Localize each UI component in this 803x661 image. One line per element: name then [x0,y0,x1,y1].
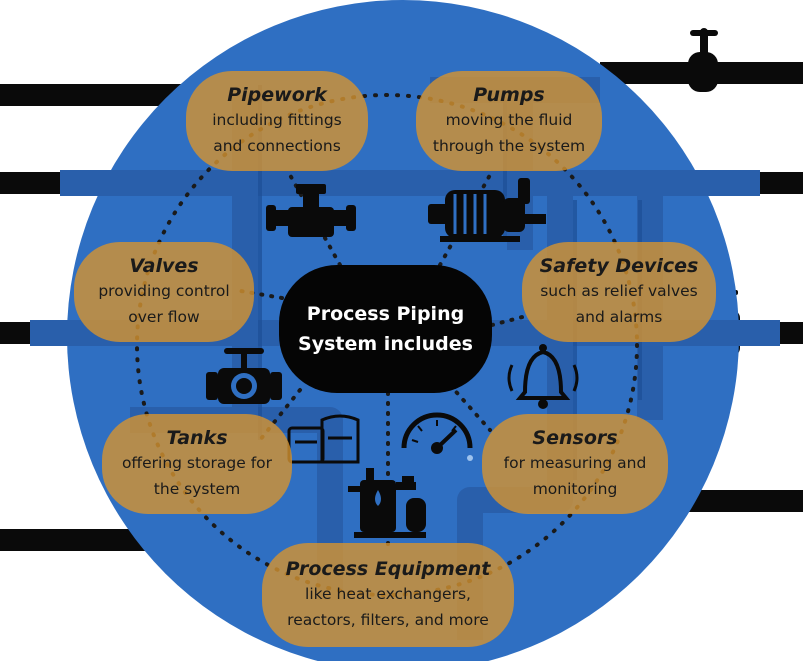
node-desc-2: through the system [432,137,586,155]
valve-icon [206,348,282,404]
node-valves: Valves providing control over flow [74,242,254,342]
dotted-ring [135,93,639,597]
sensor-dot [467,455,473,461]
node-desc-1: offering storage for [121,454,273,472]
node-sensors: Sensors for measuring and monitoring [482,414,668,514]
node-desc-1: including fittings [212,111,342,129]
node-safety-devices: Safety Devices such as relief valves and… [522,242,716,342]
alarm-bell-icon [507,344,579,409]
node-desc-1: moving the fluid [445,111,573,129]
node-title: Pipework [227,84,327,106]
node-desc-1: providing control [98,282,230,300]
node-title: Safety Devices [539,255,699,277]
node-desc-1: like heat exchangers, [305,585,471,603]
node-title: Process Equipment [285,558,491,580]
center-topic: Process Piping System includes [279,265,492,393]
center-line-2: System includes [298,333,473,355]
node-title: Valves [129,255,199,277]
node-desc-2: the system [153,480,241,498]
node-desc-2: and connections [213,137,341,155]
node-desc-1: for measuring and [503,454,647,472]
node-desc-2: and alarms [575,308,663,326]
node-desc-2: reactors, filters, and more [287,611,489,629]
pressure-gauge-icon [401,412,473,454]
faucet-valve-icon [688,28,718,92]
node-title: Sensors [532,427,618,449]
node-title: Pumps [473,84,545,106]
pump-icon [428,178,546,242]
pipe-fitting-icon [266,184,356,237]
node-desc-1: such as relief valves [540,282,698,300]
node-title: Tanks [166,427,228,449]
node-desc-2: over flow [128,308,200,326]
node-desc-2: monitoring [532,480,618,498]
node-tanks: Tanks offering storage for the system [102,414,292,514]
process-equipment-icon [348,468,426,538]
node-pumps: Pumps moving the fluid through the syste… [416,71,602,171]
center-line-1: Process Piping [306,303,465,325]
node-process-equipment: Process Equipment like heat exchangers, … [262,543,514,647]
node-pipework: Pipework including fittings and connecti… [186,71,368,171]
